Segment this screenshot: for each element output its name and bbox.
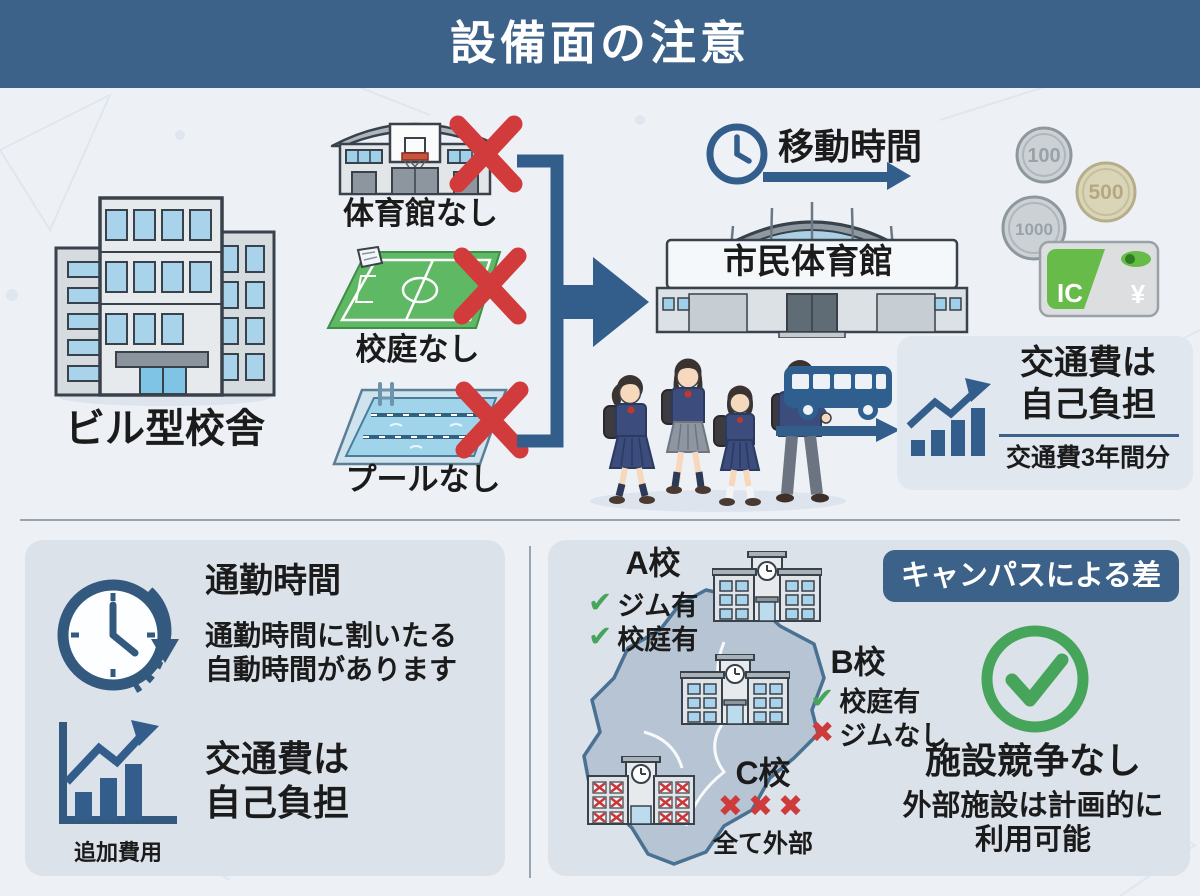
student bbox=[603, 375, 656, 504]
municipal-gym-illustration bbox=[655, 202, 969, 338]
check-icon: ✔ bbox=[810, 683, 835, 715]
no-pool-label: プールなし bbox=[345, 462, 501, 497]
commute-desc-line1: 通勤時間に割いたる bbox=[205, 620, 458, 651]
school-c-icon bbox=[587, 756, 695, 825]
commute-desc-line2: 自動時間があります bbox=[205, 654, 458, 685]
no-gym-label: 体育館なし bbox=[343, 196, 498, 231]
feature-label: 校庭有 bbox=[617, 625, 699, 655]
transport-cost-card: 交通費は 自己負担 交通費3年間分 bbox=[897, 336, 1193, 490]
right-arrow-icon bbox=[776, 418, 900, 442]
coin-1000-value: 1000 bbox=[1015, 220, 1053, 239]
school-c-crosses: ✖✖✖ bbox=[717, 790, 809, 823]
money-illustration: 100 500 1000 IC ¥ bbox=[1001, 126, 1160, 318]
ic-card-label: IC bbox=[1057, 278, 1083, 308]
cross-icon: ✖ bbox=[810, 717, 835, 749]
feature-label: ジムなし bbox=[839, 721, 948, 751]
clock-icon bbox=[706, 123, 768, 185]
cost-card-note: 交通費3年間分 bbox=[1006, 444, 1170, 472]
school-a-name: A校 bbox=[625, 545, 681, 581]
yen-symbol: ¥ bbox=[1131, 279, 1146, 309]
cost-card-line2: 自己負担 bbox=[1020, 386, 1156, 424]
building-illustration bbox=[54, 196, 276, 406]
school-b-name: B校 bbox=[830, 644, 886, 680]
check-icon: ✔ bbox=[588, 587, 613, 619]
cross-mark-icon bbox=[455, 381, 529, 459]
cross-mark-icon bbox=[449, 115, 523, 193]
extra-cost-line1: 交通費は bbox=[205, 738, 350, 779]
coin-500-value: 500 bbox=[1088, 181, 1123, 204]
campus-difference-badge: キャンパスによる差 bbox=[883, 550, 1179, 602]
student bbox=[661, 358, 711, 494]
no-field-label: 校庭なし bbox=[355, 332, 480, 367]
rising-chart-icon bbox=[906, 378, 991, 456]
student bbox=[713, 385, 761, 506]
school-b-feature-2: ✖ ジムなし bbox=[810, 714, 947, 753]
school-b-icon bbox=[680, 654, 790, 725]
cost-card-divider bbox=[999, 434, 1179, 437]
result-title: 施設競争なし bbox=[924, 740, 1141, 781]
commute-clock-icon bbox=[57, 579, 179, 693]
building-label: ビル型校舎 bbox=[65, 407, 265, 451]
municipal-gym-label: 市民体育館 bbox=[723, 243, 893, 281]
students-illustration bbox=[590, 358, 846, 512]
cost-card-line1: 交通費は bbox=[1020, 344, 1156, 382]
bracket-arrow bbox=[517, 154, 649, 448]
travel-time-label: 移動時間 bbox=[778, 126, 923, 167]
feature-label: ジム有 bbox=[617, 591, 699, 621]
horizontal-divider bbox=[20, 519, 1180, 521]
title-banner: 設備面の注意 bbox=[0, 0, 1200, 88]
commute-cost-card: 通勤時間 通勤時間に割いたる 自動時間があります 追加費用 交通費は 自己負担 bbox=[25, 540, 505, 876]
right-arrow-icon bbox=[763, 162, 911, 190]
feature-label: 校庭有 bbox=[839, 687, 921, 717]
page-title: 設備面の注意 bbox=[450, 17, 750, 69]
school-a-feature-1: ✔ ジム有 bbox=[588, 584, 698, 623]
result-desc-line2: 利用可能 bbox=[974, 824, 1091, 856]
coin-100-value: 100 bbox=[1027, 145, 1060, 167]
extra-cost-chart-icon bbox=[59, 720, 177, 824]
extra-cost-line2: 自己負担 bbox=[205, 782, 350, 823]
school-c-name: C校 bbox=[735, 755, 791, 791]
bus-icon bbox=[784, 366, 892, 420]
school-a-icon bbox=[712, 551, 822, 622]
school-a-feature-2: ✔ 校庭有 bbox=[588, 618, 698, 657]
check-icon: ✔ bbox=[588, 621, 613, 653]
result-desc-line1: 外部施設は計画的に bbox=[902, 790, 1164, 822]
vertical-divider bbox=[529, 546, 531, 878]
ic-card: IC ¥ bbox=[1038, 240, 1160, 318]
extra-cost-chart-label: 追加費用 bbox=[73, 840, 162, 865]
commute-title: 通勤時間 bbox=[205, 562, 341, 600]
school-b-feature-1: ✔ 校庭有 bbox=[810, 680, 920, 719]
school-c-note: 全て外部 bbox=[712, 830, 813, 858]
cross-mark-icon bbox=[453, 247, 527, 325]
campus-difference-card: A校 ✔ ジム有 ✔ 校庭有 bbox=[548, 540, 1190, 876]
big-check-icon bbox=[981, 625, 1089, 733]
